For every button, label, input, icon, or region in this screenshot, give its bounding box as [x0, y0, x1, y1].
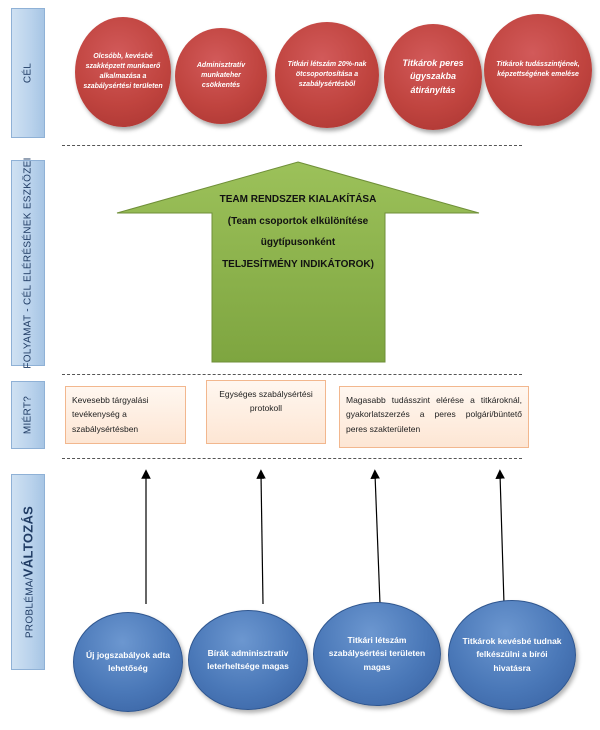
- connector-arrow-2: [256, 469, 266, 605]
- arrow-line-2: (Team csoportok elkülönítése: [227, 215, 369, 227]
- goal-text-3: Titkári létszám 20%-nak ötcsoportosítása…: [287, 60, 367, 89]
- goal-circle-4: Titkárok peres ügyszakba átirányítás: [384, 24, 482, 130]
- separator-1: [62, 145, 522, 146]
- reason-box-3: Magasabb tudásszint elérése a titkárokná…: [339, 386, 529, 448]
- problem-text-2: Bírák adminisztratív leterheltsége magas: [207, 647, 289, 671]
- reason-text-1: Kevesebb tárgyalási tevékenység a szabál…: [72, 395, 149, 434]
- goal-circle-3: Titkári létszám 20%-nak ötcsoportosítása…: [275, 22, 379, 128]
- goal-text-5: Titkárok tudásszintjének, képzettségének…: [496, 60, 580, 78]
- problem-text-4: Titkárok kevésbé tudnak felkészülni a bí…: [462, 636, 562, 673]
- goal-text-1: Olcsóbb, kevésbé szakképzett munkaerő al…: [83, 52, 163, 91]
- problem-circle-4: Titkárok kevésbé tudnak felkészülni a bí…: [448, 600, 576, 710]
- side-label-eszkozei: FOLYAMAT - CÉL ELÉRÉSÉNEK ESZKÖZEI: [11, 157, 45, 369]
- reason-box-2: Egységes szabálysértési protokoll: [206, 380, 326, 444]
- separator-2: [62, 374, 522, 375]
- goal-text-2: Adminisztratív munkateher csökkentés: [196, 61, 246, 90]
- connector-arrow-4: [495, 469, 505, 605]
- side-label-miert: MIÉRT?: [11, 381, 45, 449]
- goal-circle-5: Titkárok tudásszintjének, képzettségének…: [484, 14, 592, 126]
- separator-3: [62, 458, 522, 459]
- reason-text-3: Magasabb tudásszint elérése a titkárokná…: [346, 395, 522, 434]
- problem-circle-2: Bírák adminisztratív leterheltsége magas: [188, 610, 308, 710]
- side-label-cel: CÉL: [11, 8, 45, 138]
- side-label-problema: PROBLÉMA/VÁLTOZÁS: [11, 474, 45, 670]
- goal-circle-2: Adminisztratív munkateher csökkentés: [175, 28, 267, 124]
- arrow-line-1: TEAM RENDSZER KIALAKÍTÁSA: [219, 194, 377, 205]
- goal-circle-1: Olcsóbb, kevésbé szakképzett munkaerő al…: [75, 17, 171, 127]
- problem-circle-3: Titkári létszám szabálysértési területen…: [313, 602, 441, 706]
- arrow-text: TEAM RENDSZER KIALAKÍTÁSA (Team csoporto…: [212, 192, 384, 278]
- goal-text-4: Titkárok peres ügyszakba átirányítás: [402, 58, 464, 95]
- problem-text-3: Titkári létszám szabálysértési területen…: [328, 635, 426, 672]
- problem-circle-1: Új jogszabályok adta lehetőség: [73, 612, 183, 712]
- problem-text-1: Új jogszabályok adta lehetőség: [85, 649, 171, 673]
- reason-text-2: Egységes szabálysértési protokoll: [219, 389, 313, 414]
- reason-box-1: Kevesebb tárgyalási tevékenység a szabál…: [65, 386, 186, 444]
- connector-arrow-3: [370, 469, 381, 605]
- arrow-line-4: TELJESÍTMÉNY INDIKÁTOROK): [222, 258, 374, 270]
- arrow-line-3: ügytípusonként: [260, 237, 336, 248]
